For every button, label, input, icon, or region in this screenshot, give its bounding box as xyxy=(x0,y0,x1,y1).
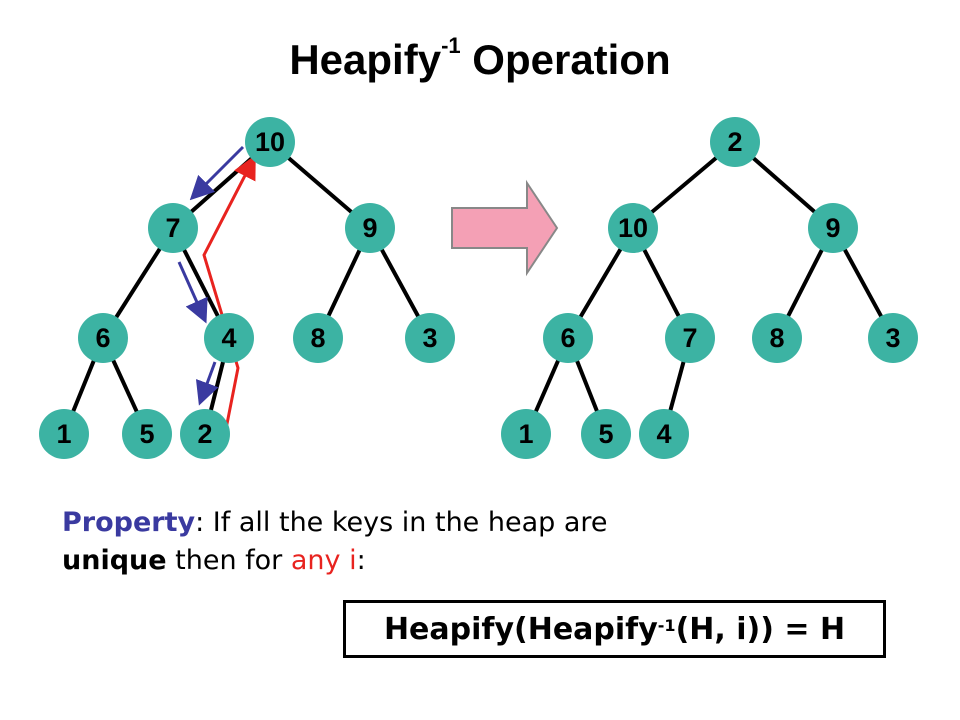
any-i: any i xyxy=(290,545,357,576)
left-tree-nodes: 10 7 9 6 4 8 3 1 5 2 xyxy=(39,117,455,459)
svg-text:1: 1 xyxy=(56,419,71,449)
left-node-d: 6 xyxy=(78,313,128,363)
svg-text:6: 6 xyxy=(560,323,575,353)
left-node-g: 3 xyxy=(405,313,455,363)
property-statement: Property: If all the keys in the heap ar… xyxy=(62,507,608,576)
svg-text:8: 8 xyxy=(769,323,784,353)
left-node-c: 9 xyxy=(345,203,395,253)
left-tree-edges xyxy=(62,140,432,435)
left-node-b: 7 xyxy=(148,203,198,253)
unique-word: unique xyxy=(62,545,167,576)
svg-text:10: 10 xyxy=(618,213,648,243)
formula-box: Heapify(Heapify-1(H, i)) = H xyxy=(343,600,886,658)
svg-text:7: 7 xyxy=(682,323,697,353)
svg-text:2: 2 xyxy=(197,419,212,449)
svg-text:5: 5 xyxy=(598,419,613,449)
svg-text:6: 6 xyxy=(95,323,110,353)
svg-text:2: 2 xyxy=(727,127,742,157)
right-tree-nodes: 2 10 9 6 7 8 3 1 5 4 xyxy=(501,117,918,459)
svg-text:4: 4 xyxy=(221,323,236,353)
svg-text:3: 3 xyxy=(885,323,900,353)
svg-text:9: 9 xyxy=(362,213,377,243)
right-tree-edges xyxy=(524,140,895,435)
svg-text:1: 1 xyxy=(518,419,533,449)
right-node-d: 6 xyxy=(543,313,593,363)
right-node-j: 4 xyxy=(639,409,689,459)
right-node-i: 5 xyxy=(581,409,631,459)
blue-arrow-3 xyxy=(195,361,219,406)
svg-text:4: 4 xyxy=(656,419,671,449)
left-node-j: 2 xyxy=(180,409,230,459)
right-node-g: 3 xyxy=(868,313,918,363)
left-node-e: 4 xyxy=(204,313,254,363)
red-swap-path xyxy=(202,154,256,435)
svg-text:9: 9 xyxy=(825,213,840,243)
right-node-h: 1 xyxy=(501,409,551,459)
svg-text:8: 8 xyxy=(310,323,325,353)
left-node-f: 8 xyxy=(293,313,343,363)
transform-arrow xyxy=(451,179,559,277)
property-label: Property xyxy=(62,507,196,538)
left-node-i: 5 xyxy=(122,409,172,459)
left-node-a: 10 xyxy=(245,117,295,167)
right-node-c: 9 xyxy=(808,203,858,253)
right-node-b: 10 xyxy=(608,203,658,253)
right-node-e: 7 xyxy=(665,313,715,363)
svg-text:3: 3 xyxy=(422,323,437,353)
svg-text:7: 7 xyxy=(165,213,180,243)
svg-text:5: 5 xyxy=(139,419,154,449)
left-node-h: 1 xyxy=(39,409,89,459)
blue-arrow-2 xyxy=(177,261,208,324)
slide-title: Heapify-1 Operation xyxy=(289,33,671,83)
right-node-a: 2 xyxy=(710,117,760,167)
right-node-f: 8 xyxy=(752,313,802,363)
svg-text:10: 10 xyxy=(255,127,285,157)
